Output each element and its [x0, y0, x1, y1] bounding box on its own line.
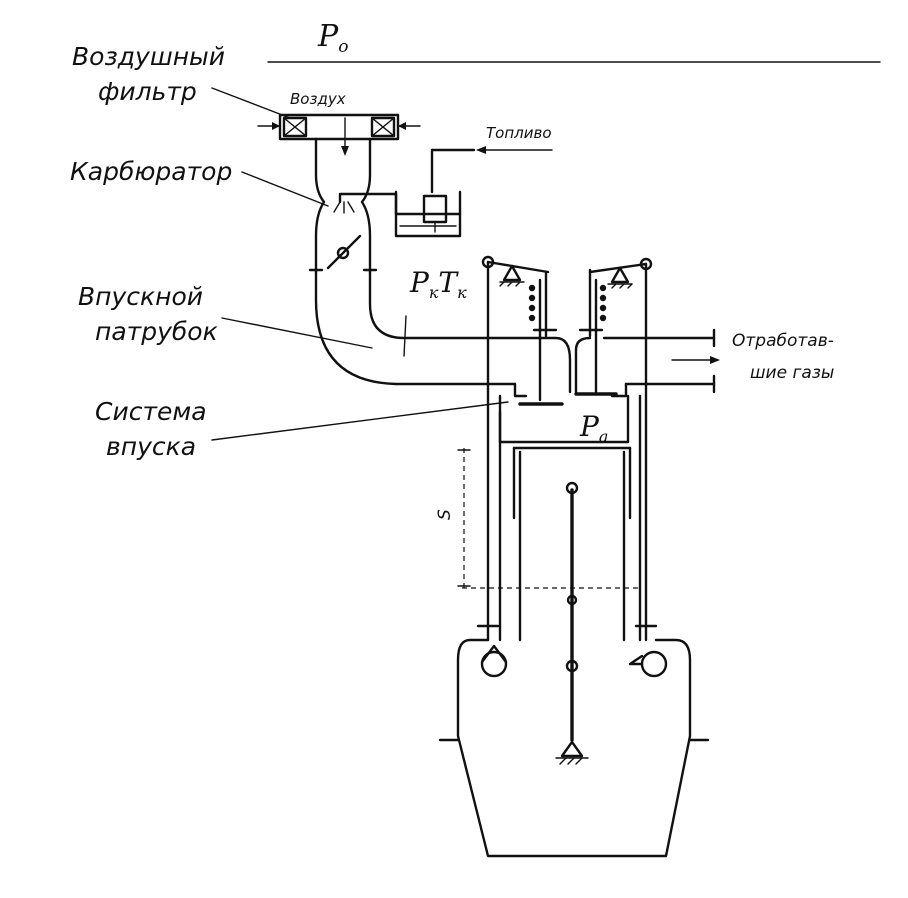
- intake-valve-gear: [481, 255, 564, 642]
- air-filter-label-line1: Воздушный: [72, 42, 225, 71]
- air-filter: [257, 113, 421, 156]
- air-filter-leader: [211, 87, 291, 119]
- intake-pipe-label-line2: патрубок: [95, 317, 218, 346]
- carburetor: [308, 137, 476, 274]
- exhaust-valve-gear: [574, 257, 653, 642]
- carburetor-leader: [241, 171, 329, 207]
- crankcase: [438, 638, 710, 858]
- intake-system-label-line2: впуска: [106, 432, 196, 461]
- intake-pipe-label-line1: Впускной: [78, 282, 203, 311]
- fuel-arrow-icon: [476, 146, 486, 154]
- cylinder-pressure-symbol: Pa: [579, 410, 608, 446]
- connecting-rod: [555, 481, 589, 765]
- carburetor-label: Карбюратор: [70, 157, 232, 186]
- exhaust-label-line2: шие газы: [750, 363, 834, 383]
- cylinder: [462, 394, 642, 642]
- stroke-dimension: [457, 448, 471, 588]
- air-filter-label-line2: фильтр: [98, 77, 197, 106]
- stroke-symbol: S: [435, 509, 455, 520]
- exhaust-arrow-icon: [710, 356, 720, 364]
- intake-system-leader: [211, 401, 509, 441]
- intake-pipe: [314, 270, 542, 386]
- ambient-pressure-symbol: Po: [317, 19, 348, 57]
- intake-pressure-temperature-symbol: PкTк: [409, 266, 467, 302]
- camshaft-cams: [476, 624, 668, 678]
- exhaust-label-line1: Отработав-: [732, 331, 834, 351]
- cylinder-head-ports: [513, 328, 716, 398]
- fuel-label: Топливо: [486, 124, 552, 142]
- intake-system-label-line1: Система: [95, 397, 207, 426]
- air-label: Воздух: [290, 90, 346, 108]
- intake-pipe-leader: [221, 317, 373, 349]
